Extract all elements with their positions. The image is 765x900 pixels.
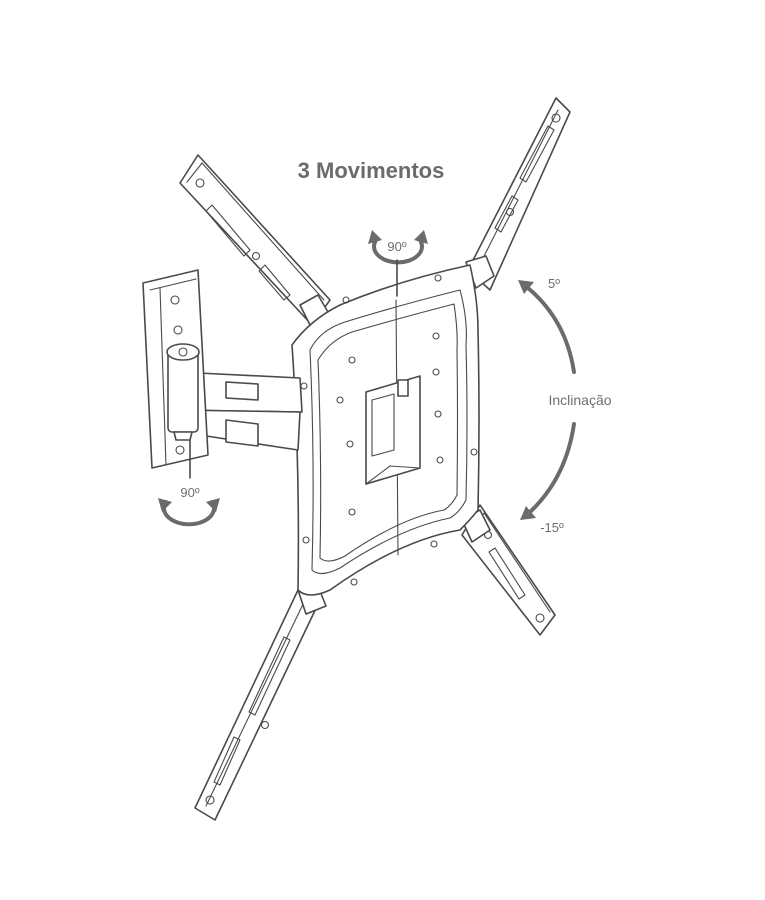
tilt-up-label: 5º xyxy=(548,276,560,291)
vesa-plate xyxy=(291,264,480,596)
tilt-label: Inclinação xyxy=(548,392,611,408)
swivel-top-label: 90º xyxy=(387,239,406,254)
tilt-down-label: -15º xyxy=(540,520,564,535)
swivel-top-arrow-icon xyxy=(372,238,424,265)
swivel-top-indicator: 90º xyxy=(368,230,428,297)
diagram-title: 3 Movimentos xyxy=(298,158,445,183)
tilt-indicator: Inclinação 5º -15º xyxy=(518,276,612,535)
wall-plate xyxy=(142,269,209,469)
arm-upper-left xyxy=(179,154,331,326)
swivel-bottom-label: 90º xyxy=(180,485,199,500)
tilt-up-arrow-icon xyxy=(526,286,576,374)
swivel-bottom-arrow-icon xyxy=(162,500,216,527)
arm-lower-left xyxy=(194,585,327,821)
arm-upper-right xyxy=(465,97,571,291)
swivel-bottom-indicator: 90º xyxy=(158,439,220,527)
tilt-down-arrow-icon xyxy=(528,422,576,514)
